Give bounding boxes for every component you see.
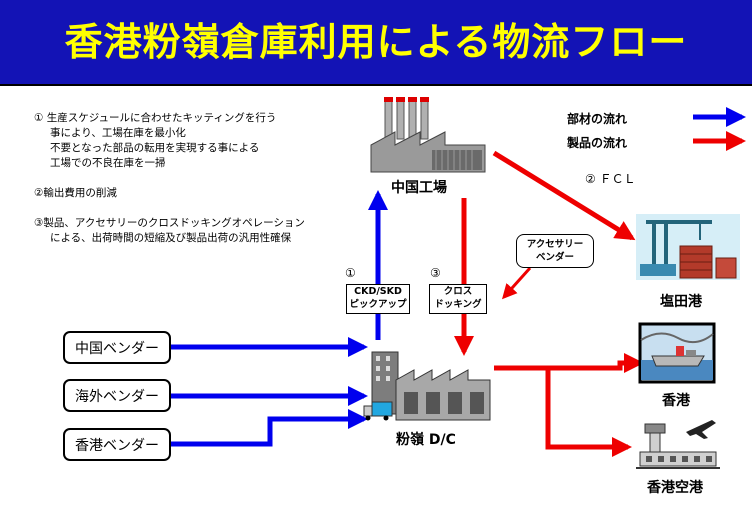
label-fanling-dc: 粉嶺 D/C <box>396 432 456 448</box>
arrow-dc-to-hongkong <box>494 353 644 373</box>
cross-box-line-2: ドッキング <box>434 299 482 310</box>
cross-box-line-1: クロス <box>443 286 473 297</box>
arrow-vendor-hk-to-dc <box>171 409 368 447</box>
accessory-vendor-bubble: アクセサリー ベンダー <box>516 234 594 268</box>
vendor-overseas: 海外ベンダー <box>63 379 171 412</box>
vendor-china: 中国ベンダー <box>63 331 171 364</box>
label-fcl: ② ＦＣＬ <box>585 172 636 186</box>
cross-docking-box: クロス ドッキング <box>429 284 487 314</box>
factory-icon <box>370 97 486 173</box>
label-hk-airport: 香港空港 <box>647 480 703 496</box>
note-3-line-2: による、出荷時間の短縮及び製品出荷の汎用性確保 <box>50 232 292 244</box>
note-1-line-1: ① 生産スケジュールに合わせたキッティングを行う <box>34 112 277 124</box>
ckd-box-line-2: ピックアップ <box>349 299 407 310</box>
slide-title: 香港粉嶺倉庫利用による物流フロー <box>64 20 688 64</box>
legend-parts-label: 部材の流れ <box>567 112 628 126</box>
note-1-line-2: 事により、工場在庫を最小化 <box>50 127 186 139</box>
airport-icon <box>636 420 720 469</box>
arrow-factory-to-yantian <box>492 150 636 241</box>
label-yantian-port: 塩田港 <box>660 294 702 310</box>
accessory-line-1: アクセサリー <box>526 239 584 250</box>
legend-product-label: 製品の流れ <box>567 136 628 150</box>
arrow-accessory-to-crossdock <box>501 266 532 300</box>
ckd-skd-pickup-box: CKD/SKD ピックアップ <box>346 284 410 314</box>
label-num-3: ③ <box>430 266 441 280</box>
title-bar: 香港粉嶺倉庫利用による物流フロー <box>0 0 752 86</box>
label-num-1: ① <box>345 266 356 280</box>
truck-icon <box>363 401 393 421</box>
label-china-factory: 中国工場 <box>391 180 447 196</box>
arrow-dc-to-airport <box>545 368 632 457</box>
ckd-box-line-1: CKD/SKD <box>354 286 402 297</box>
vendor-hong-kong: 香港ベンダー <box>63 428 171 461</box>
label-hong-kong: 香港 <box>662 393 690 409</box>
note-2: ②輸出費用の削減 <box>34 187 117 199</box>
note-3-line-1: ③製品、アクセサリーのクロスドッキングオペレーション <box>34 217 305 229</box>
ship-icon <box>638 322 716 384</box>
note-1-line-3: 不要となった部品の転用を実現する事による <box>50 142 260 154</box>
accessory-line-2: ベンダー <box>535 252 574 263</box>
note-1-line-4: 工場での不良在庫を一掃 <box>50 157 166 169</box>
port-crane-icon <box>636 214 740 280</box>
